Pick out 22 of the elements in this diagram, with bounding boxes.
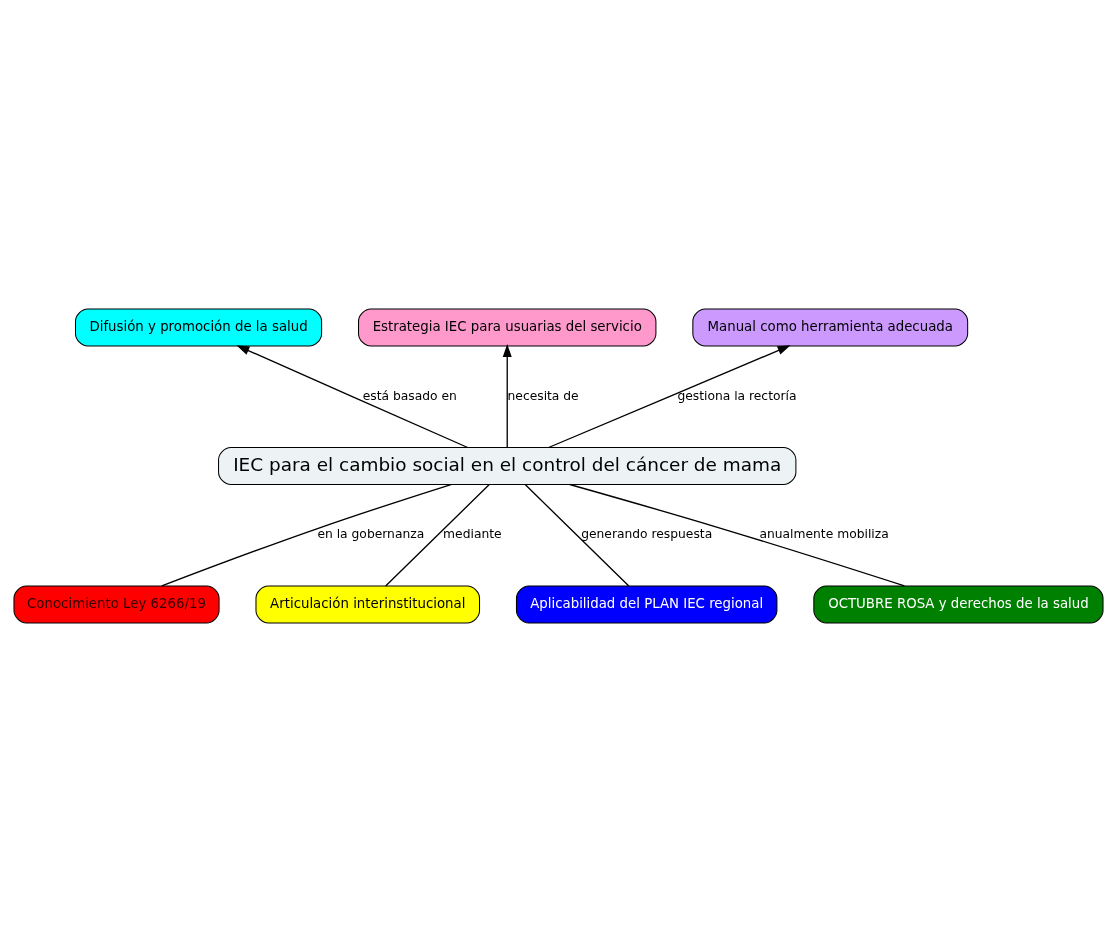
edge-label: en la gobernanza xyxy=(316,526,424,541)
node-box: Difusión y promoción de la salud xyxy=(74,308,322,347)
connector xyxy=(160,483,452,587)
node-box: Conocimiento Ley 6266/19 xyxy=(12,584,220,623)
connector xyxy=(384,483,490,587)
edge-label: generando respuesta xyxy=(580,526,712,541)
node-box: Estrategia IEC para usuarias del servicio xyxy=(357,308,656,347)
connector xyxy=(568,483,905,587)
edge-label: mediante xyxy=(442,526,502,541)
arrow xyxy=(235,344,468,448)
node-box: Articulación interinstitucional xyxy=(254,584,480,623)
edge-label: gestiona la rectoría xyxy=(676,388,796,403)
arrow xyxy=(547,344,791,448)
node-box: Manual como herramienta adecuada xyxy=(691,308,968,347)
node-box: IEC para el cambio social en el control del cáncer de mama xyxy=(217,446,796,485)
arrow xyxy=(502,343,512,448)
edge-label: está basado en xyxy=(362,388,457,403)
node-box: OCTUBRE ROSA y derechos de la salud xyxy=(812,584,1104,623)
edge-label: necesita de xyxy=(507,388,579,403)
node-box: Aplicabilidad del PLAN IEC regional xyxy=(515,584,777,623)
edge-label: anualmente mobiliza xyxy=(758,526,889,541)
connector xyxy=(524,483,629,587)
